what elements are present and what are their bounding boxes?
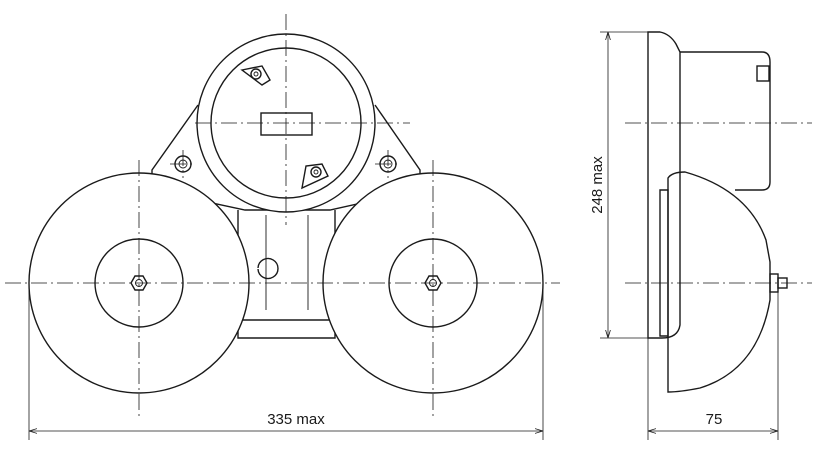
side-view: 248 max 75: [589, 31, 812, 440]
height-label: 248 max: [589, 156, 606, 214]
side-bell-dome: [667, 171, 771, 393]
stem-notch: [257, 257, 279, 280]
dimension-depth: 75: [647, 292, 779, 440]
side-terminal: [756, 65, 770, 82]
side-bracket: [659, 189, 669, 337]
adjust-screw-bottom: [301, 163, 329, 190]
depth-label: 75: [706, 411, 723, 428]
adjust-screw-top: [240, 65, 271, 86]
side-base-plate: [647, 31, 681, 339]
side-housing: [680, 51, 771, 191]
dimension-height: 248 max: [589, 31, 648, 339]
width-label: 335 max: [267, 411, 325, 428]
coil-block: [260, 112, 313, 136]
mounting-stem: [237, 210, 336, 321]
front-view: 335 max: [5, 14, 560, 440]
dimension-width: 335 max: [28, 290, 544, 440]
